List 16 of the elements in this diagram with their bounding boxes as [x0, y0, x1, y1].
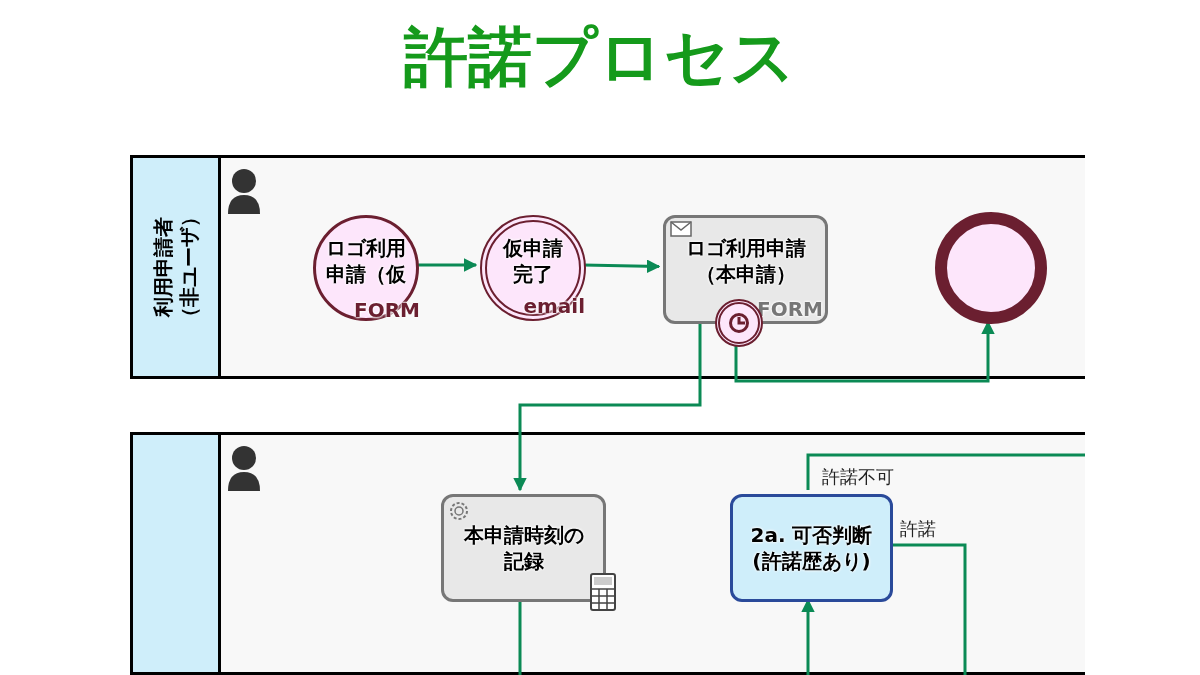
event-label: ロゴ利用申請（仮	[325, 235, 407, 287]
task-label: 2a. 可否判断(許諾歴あり)	[749, 522, 874, 574]
task-type-label: FORM	[757, 297, 823, 321]
arrow	[513, 322, 702, 492]
arrow	[416, 258, 478, 272]
event-label: 仮申請完了	[501, 235, 564, 287]
task-box	[663, 215, 828, 324]
swimlane	[130, 432, 1085, 675]
task-label: ロゴ利用申請（本申請）	[684, 234, 807, 287]
task-label: 本申請時刻の記録	[462, 522, 585, 574]
decision-task-box	[730, 494, 893, 602]
swimlane	[130, 155, 1085, 379]
lane-label: 利用申請者（非ユーザ）	[149, 207, 202, 327]
edge-label: 許諾不可	[820, 465, 896, 489]
edge-label: 許諾	[898, 517, 938, 541]
title: 許諾プロセス	[402, 18, 797, 96]
